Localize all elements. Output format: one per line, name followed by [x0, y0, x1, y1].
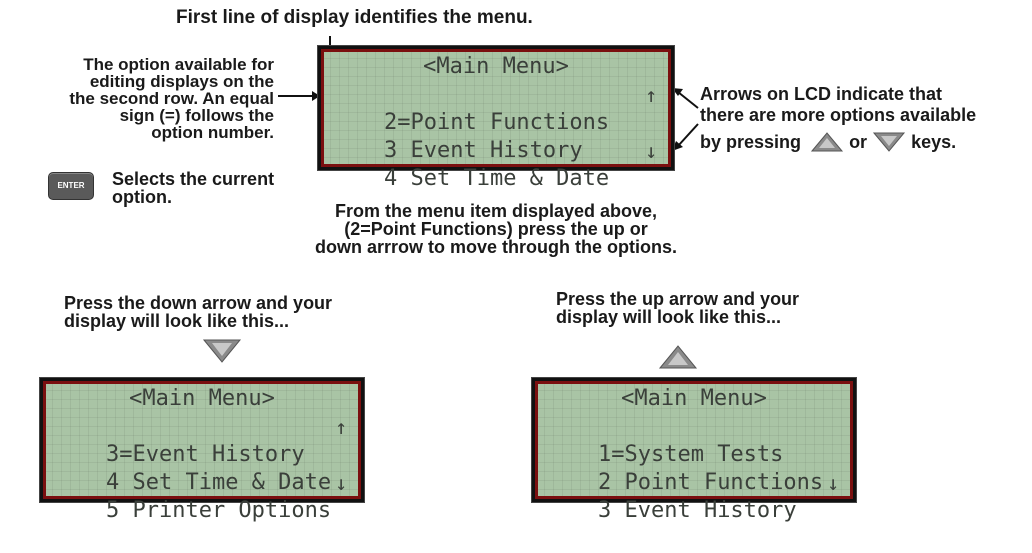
lcd-main-title: <Main Menu> — [423, 54, 569, 79]
lcd-up-row: 2 Point Functions — [545, 441, 843, 495]
left-note-line: sign (=) follows the — [119, 106, 274, 125]
enter-desc-line: option. — [112, 187, 172, 207]
down-note: Press the down arrow and your display wi… — [64, 294, 332, 330]
scroll-down-indicator: ↓ — [644, 139, 657, 163]
left-note-line: editing displays on the — [89, 72, 274, 91]
lcd-main-row: 2=Point Functions ↑ — [331, 81, 661, 135]
right-note-line: there are more options available — [700, 105, 977, 125]
down-key-icon — [202, 339, 242, 363]
lcd-down-row: 5 Printer Options↓ — [53, 469, 351, 523]
up-note-line: display will look like this... — [556, 307, 782, 327]
lcd-row-text: 1=System Tests — [597, 442, 784, 467]
up-note-line: Press the up arrow and your — [556, 289, 800, 309]
lcd-row-text: 3 Event History — [383, 138, 583, 163]
left-note-line: the second row. An equal — [69, 89, 274, 108]
left-note-line: The option available for — [83, 55, 274, 74]
center-note-line: down arrrow to move through the options. — [315, 237, 677, 257]
lcd-row-text: 2 Point Functions — [597, 470, 824, 495]
enter-key-desc: Selects the current option. — [112, 170, 274, 206]
lcd-row-text: 3=Event History — [105, 442, 305, 467]
lcd-up-row: 3 Event History ↓ — [545, 469, 843, 523]
left-note-line: option number. — [151, 123, 274, 142]
lcd-row-text: 4 Set Time & Date — [383, 166, 610, 191]
enter-desc-line: Selects the current — [112, 169, 275, 189]
lcd-row-text: 3 Event History — [597, 498, 797, 523]
center-note: From the menu item displayed above, (2=P… — [246, 202, 746, 256]
down-key-icon — [873, 132, 906, 152]
right-note-line: Arrows on LCD indicate that — [700, 84, 943, 104]
lcd-main-display: <Main Menu> 2=Point Functions ↑ 3 Event H… — [318, 46, 674, 191]
lcd-down-row: 4 Set Time & Date — [53, 441, 351, 495]
lcd-down-display: <Main Menu> 3=Event History ↑ 4 Set Time … — [40, 378, 364, 523]
top-caption: First line of display identifies the men… — [176, 7, 533, 28]
lcd-down-row: 3=Event History ↑ — [53, 413, 351, 467]
lcd-row-text: 2=Point Functions — [383, 110, 610, 135]
lcd-up-display: <Main Menu> 1=System Tests 2 Point Funct… — [532, 378, 856, 523]
enter-key-label: ENTER — [57, 181, 85, 190]
center-note-line: From the menu item displayed above, — [334, 201, 658, 221]
up-note: Press the up arrow and your display will… — [556, 290, 799, 326]
up-key-icon — [810, 132, 844, 152]
scroll-up-indicator: ↑ — [334, 415, 347, 439]
right-note-text: keys. — [911, 132, 957, 152]
down-note-line: Press the down arrow and your — [64, 293, 333, 313]
scroll-up-indicator: ↑ — [644, 83, 657, 107]
right-note-text: or — [849, 132, 868, 152]
down-note-line: display will look like this... — [64, 311, 290, 331]
lcd-up-row: 1=System Tests — [545, 413, 843, 467]
lcd-main-row: 4 Set Time & Date ↓ — [331, 137, 661, 191]
right-note: Arrows on LCD indicate that there are mo… — [700, 84, 977, 152]
lcd-row-text: 4 Set Time & Date — [105, 470, 332, 495]
up-key-icon — [658, 345, 698, 369]
lcd-row-text: 5 Printer Options — [105, 498, 332, 523]
lcd-down-title: <Main Menu> — [129, 386, 275, 411]
scroll-down-indicator: ↓ — [334, 471, 347, 495]
right-note-line: by pressing or keys. — [700, 126, 976, 152]
enter-key-icon: ENTER — [48, 172, 94, 200]
lcd-up-title: <Main Menu> — [621, 386, 767, 411]
scroll-down-indicator: ↓ — [826, 471, 839, 495]
right-note-text: by pressing — [700, 132, 802, 152]
lcd-main-row: 3 Event History — [331, 109, 661, 163]
center-note-line: (2=Point Functions) press the up or — [344, 219, 648, 239]
left-note: The option available for editing display… — [24, 56, 274, 141]
